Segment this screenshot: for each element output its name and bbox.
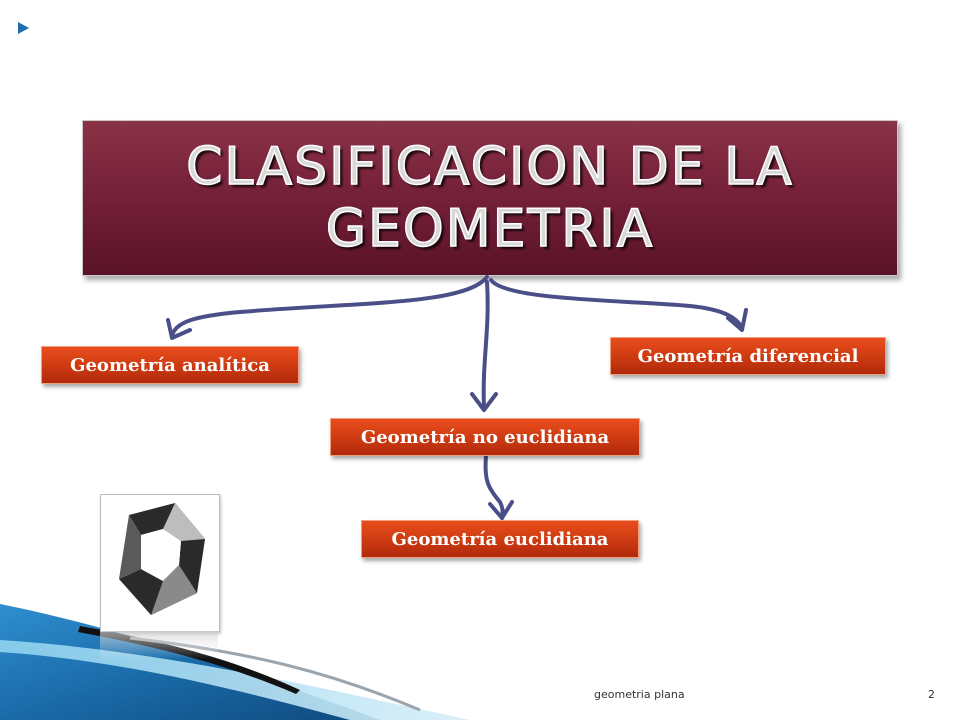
- diagram-title: CLASIFICACION DE LA GEOMETRIA: [185, 136, 794, 260]
- swoosh-light-band: [0, 640, 470, 720]
- node-geometria-analitica: Geometría analítica: [41, 346, 299, 384]
- arrowhead-diferencial: [726, 308, 748, 332]
- node-geometria-euclidiana: Geometría euclidiana: [361, 520, 639, 558]
- page-number: 2: [928, 688, 935, 701]
- hexagon-picture-frame: [100, 494, 220, 632]
- footer-label: geometria plana: [594, 688, 685, 701]
- arrowhead-no-euclidiana: [470, 392, 498, 412]
- arrowhead-analitica: [166, 318, 192, 340]
- connector-to-diferencial: [489, 278, 744, 330]
- hexagon-reflection: [100, 631, 218, 659]
- node-label-diferencial: Geometría diferencial: [637, 345, 859, 367]
- connector-to-euclidiana: [483, 454, 505, 520]
- node-label-no-euclidiana: Geometría no euclidiana: [360, 426, 610, 448]
- title-box: CLASIFICACION DE LA GEOMETRIA: [82, 120, 898, 276]
- node-geometria-diferencial: Geometría diferencial: [610, 337, 886, 375]
- node-geometria-no-euclidiana: Geometría no euclidiana: [330, 418, 640, 456]
- bullet-arrow-icon: [18, 22, 29, 34]
- connector-to-analitica: [170, 275, 489, 338]
- arrowhead-euclidiana: [488, 500, 514, 520]
- node-label-euclidiana: Geometría euclidiana: [391, 528, 609, 550]
- node-label-analitica: Geometría analítica: [70, 354, 270, 376]
- hexagon-ring-icon: [119, 503, 205, 615]
- connector-to-no-euclidiana: [481, 280, 490, 410]
